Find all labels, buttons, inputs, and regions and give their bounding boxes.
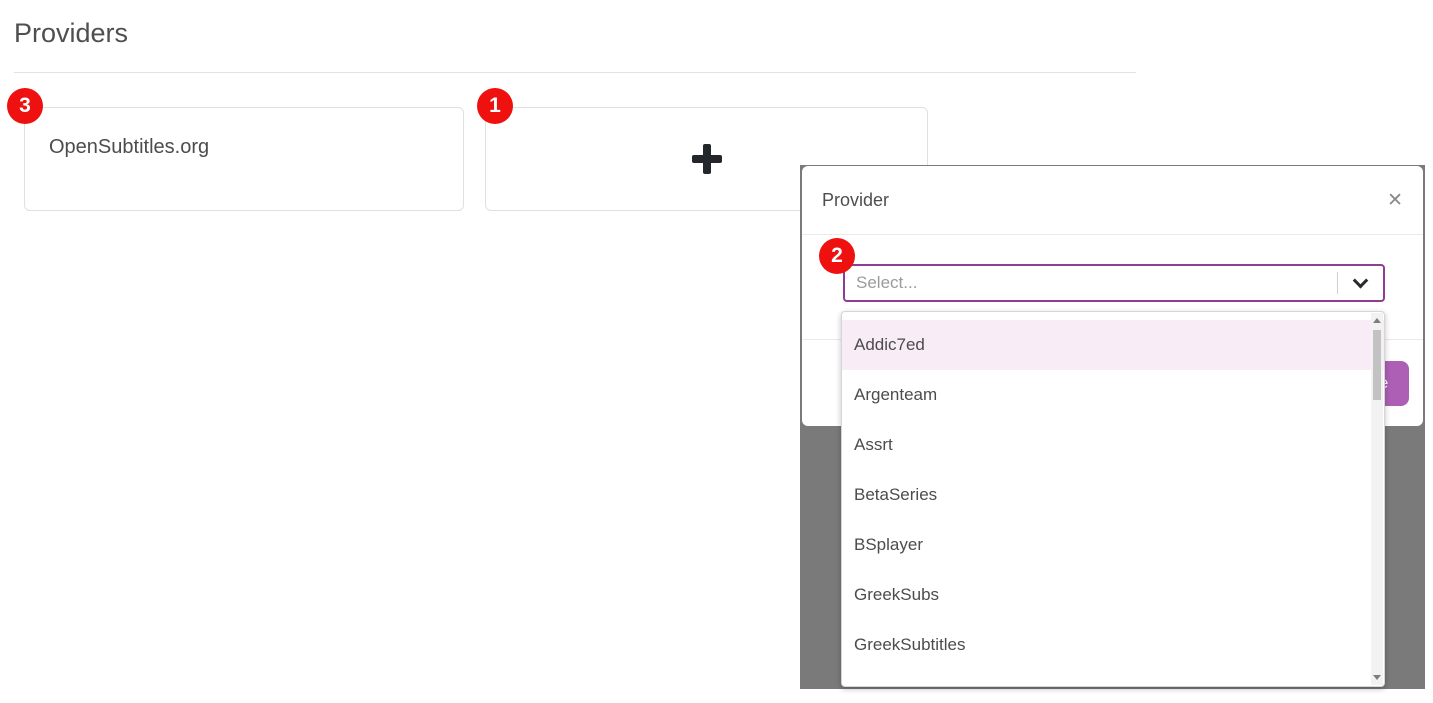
dropdown-scrollbar[interactable] [1371,313,1383,685]
dropdown-option-hosszupuska[interactable]: Hosszupuska [842,670,1384,686]
provider-card-opensubtitles[interactable]: OpenSubtitles.org [24,107,464,211]
dropdown-option-greeksubtitles[interactable]: GreekSubtitles [854,635,966,654]
plus-icon: + [691,144,722,174]
provider-dropdown: Addic7ed Argenteam Assrt BetaSeries BSpl… [841,311,1385,687]
dropdown-option-bsplayer[interactable]: BSplayer [854,535,923,554]
scroll-down-icon[interactable] [1373,675,1381,680]
select-placeholder: Select... [856,273,918,292]
scrollbar-thumb[interactable] [1373,330,1381,400]
dropdown-option-addic7ed[interactable]: Addic7ed [842,320,1384,370]
dropdown-option-assrt[interactable]: Assrt [854,435,893,454]
provider-card-name: OpenSubtitles.org [49,136,210,158]
dropdown-option-greeksubs[interactable]: GreekSubs [854,585,940,604]
dropdown-option-argenteam[interactable]: Argenteam [854,385,938,404]
add-provider-card[interactable]: + [485,107,928,211]
provider-select[interactable]: Select... [843,264,1385,302]
chevron-down-icon [1338,272,1383,289]
page-title: Providers [14,18,129,48]
scroll-up-icon[interactable] [1373,318,1381,323]
close-icon[interactable]: ✕ [1387,188,1403,211]
modal-header: Provider ✕ [802,166,1423,235]
annotation-badge-2: 2 [819,238,855,274]
modal-backdrop[interactable]: Provider ✕ Select... Save Addic7ed Argen… [800,165,1425,689]
annotation-badge-1: 1 [477,88,513,124]
title-divider [14,72,1136,73]
select-separator [1337,272,1338,294]
annotation-badge-3: 3 [7,88,43,124]
modal-title: Provider [822,189,890,210]
dropdown-option-betaseries[interactable]: BetaSeries [854,485,938,504]
